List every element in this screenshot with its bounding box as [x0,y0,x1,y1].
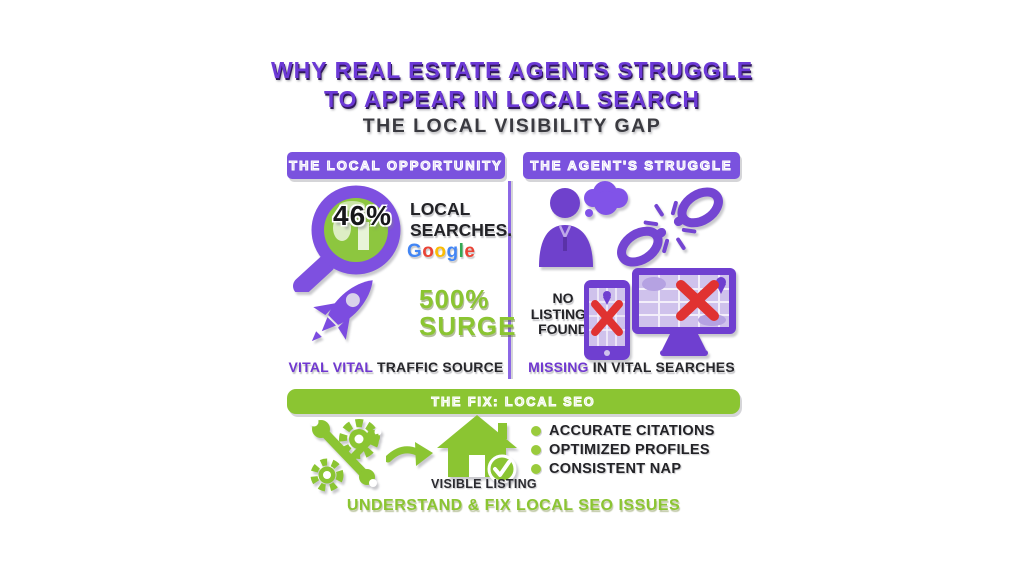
no-listings-line2: LISTINGS [530,305,596,322]
list-item: ACCURATE CITATIONS [531,421,715,440]
rocket-icon [311,280,373,342]
caption-left-highlight: VITAL VITAL [288,359,373,375]
bullet-dot-icon [531,425,541,436]
agent-person-icon [539,181,628,267]
arrow-right-icon [386,442,433,466]
google-logo: Google [407,241,475,263]
column-divider [508,181,511,379]
stat-500-surge: 500% SURGE [419,286,516,340]
google-letter: o [422,241,435,262]
phone-map-icon [584,280,630,360]
section-header-fix-label: THE FIX: LOCAL SEO [431,394,596,409]
magnifier-globe-icon [293,185,401,292]
page-title: WHY REAL ESTATE AGENTS STRUGGLE TO APPEA… [0,56,1024,114]
no-listings-line1: NO [552,290,574,306]
bullet-label: OPTIMIZED PROFILES [549,441,710,458]
check-circle-icon [487,454,517,484]
section-header-local-opportunity-label: THE LOCAL OPPORTUNITY [289,157,503,173]
no-listings-line3: FOUND [538,321,588,337]
list-item: CONSISTENT NAP [531,459,715,478]
section-header-agents-struggle-label: THE AGENT'S STRUGGLE [530,157,733,173]
broken-chain-icon [617,187,723,267]
page-title-line2: TO APPEAR IN LOCAL SEARCH [324,86,700,112]
google-letter: e [464,241,476,262]
red-x-icon [676,280,719,321]
caption-right-rest: IN VITAL SEARCHES [588,359,735,375]
fix-bullet-list: ACCURATE CITATIONS OPTIMIZED PROFILES CO… [531,421,715,478]
bullet-dot-icon [531,444,541,455]
page-subtitle: THE LOCAL VISIBILITY GAP [362,115,662,137]
local-searches-line1: LOCAL [410,199,471,219]
bullet-label: ACCURATE CITATIONS [549,422,715,439]
stat-46-percent: 46% [333,200,393,231]
gears-wrench-icon [309,417,382,492]
thought-cloud-icon [584,181,628,217]
google-letter: g [446,241,459,262]
google-letter: o [434,241,447,262]
bullet-label: CONSISTENT NAP [549,460,682,477]
visible-listing-label: VISIBLE LISTING [431,477,537,491]
list-item: OPTIMIZED PROFILES [531,440,715,459]
house-check-icon [437,415,517,484]
section-header-local-opportunity: THE LOCAL OPPORTUNITY [287,152,505,179]
monitor-map-icon [584,268,736,360]
section-header-fix-local-seo: THE FIX: LOCAL SEO [287,389,740,414]
left-column-caption: VITAL VITAL TRAFFIC SOURCE [287,359,505,375]
local-searches-label: LOCAL SEARCHES. [410,199,512,241]
right-column-caption: MISSING IN VITAL SEARCHES [523,359,740,375]
local-searches-line2: SEARCHES. [410,220,513,240]
bullet-dot-icon [531,463,541,474]
page-title-line1: WHY REAL ESTATE AGENTS STRUGGLE [270,57,754,83]
fix-section-caption: UNDERSTAND & FIX LOCAL SEO ISSUES [346,497,681,514]
no-listings-found-label: NO LISTINGS FOUND [527,290,599,338]
caption-left-rest: TRAFFIC SOURCE [372,359,504,375]
caption-right-highlight: MISSING [528,359,589,375]
google-letter: G [407,241,423,262]
surge-line1: 500% [419,284,490,314]
surge-line2: SURGE [419,311,517,341]
google-letter: l [458,241,465,262]
section-header-agents-struggle: THE AGENT'S STRUGGLE [523,152,740,179]
